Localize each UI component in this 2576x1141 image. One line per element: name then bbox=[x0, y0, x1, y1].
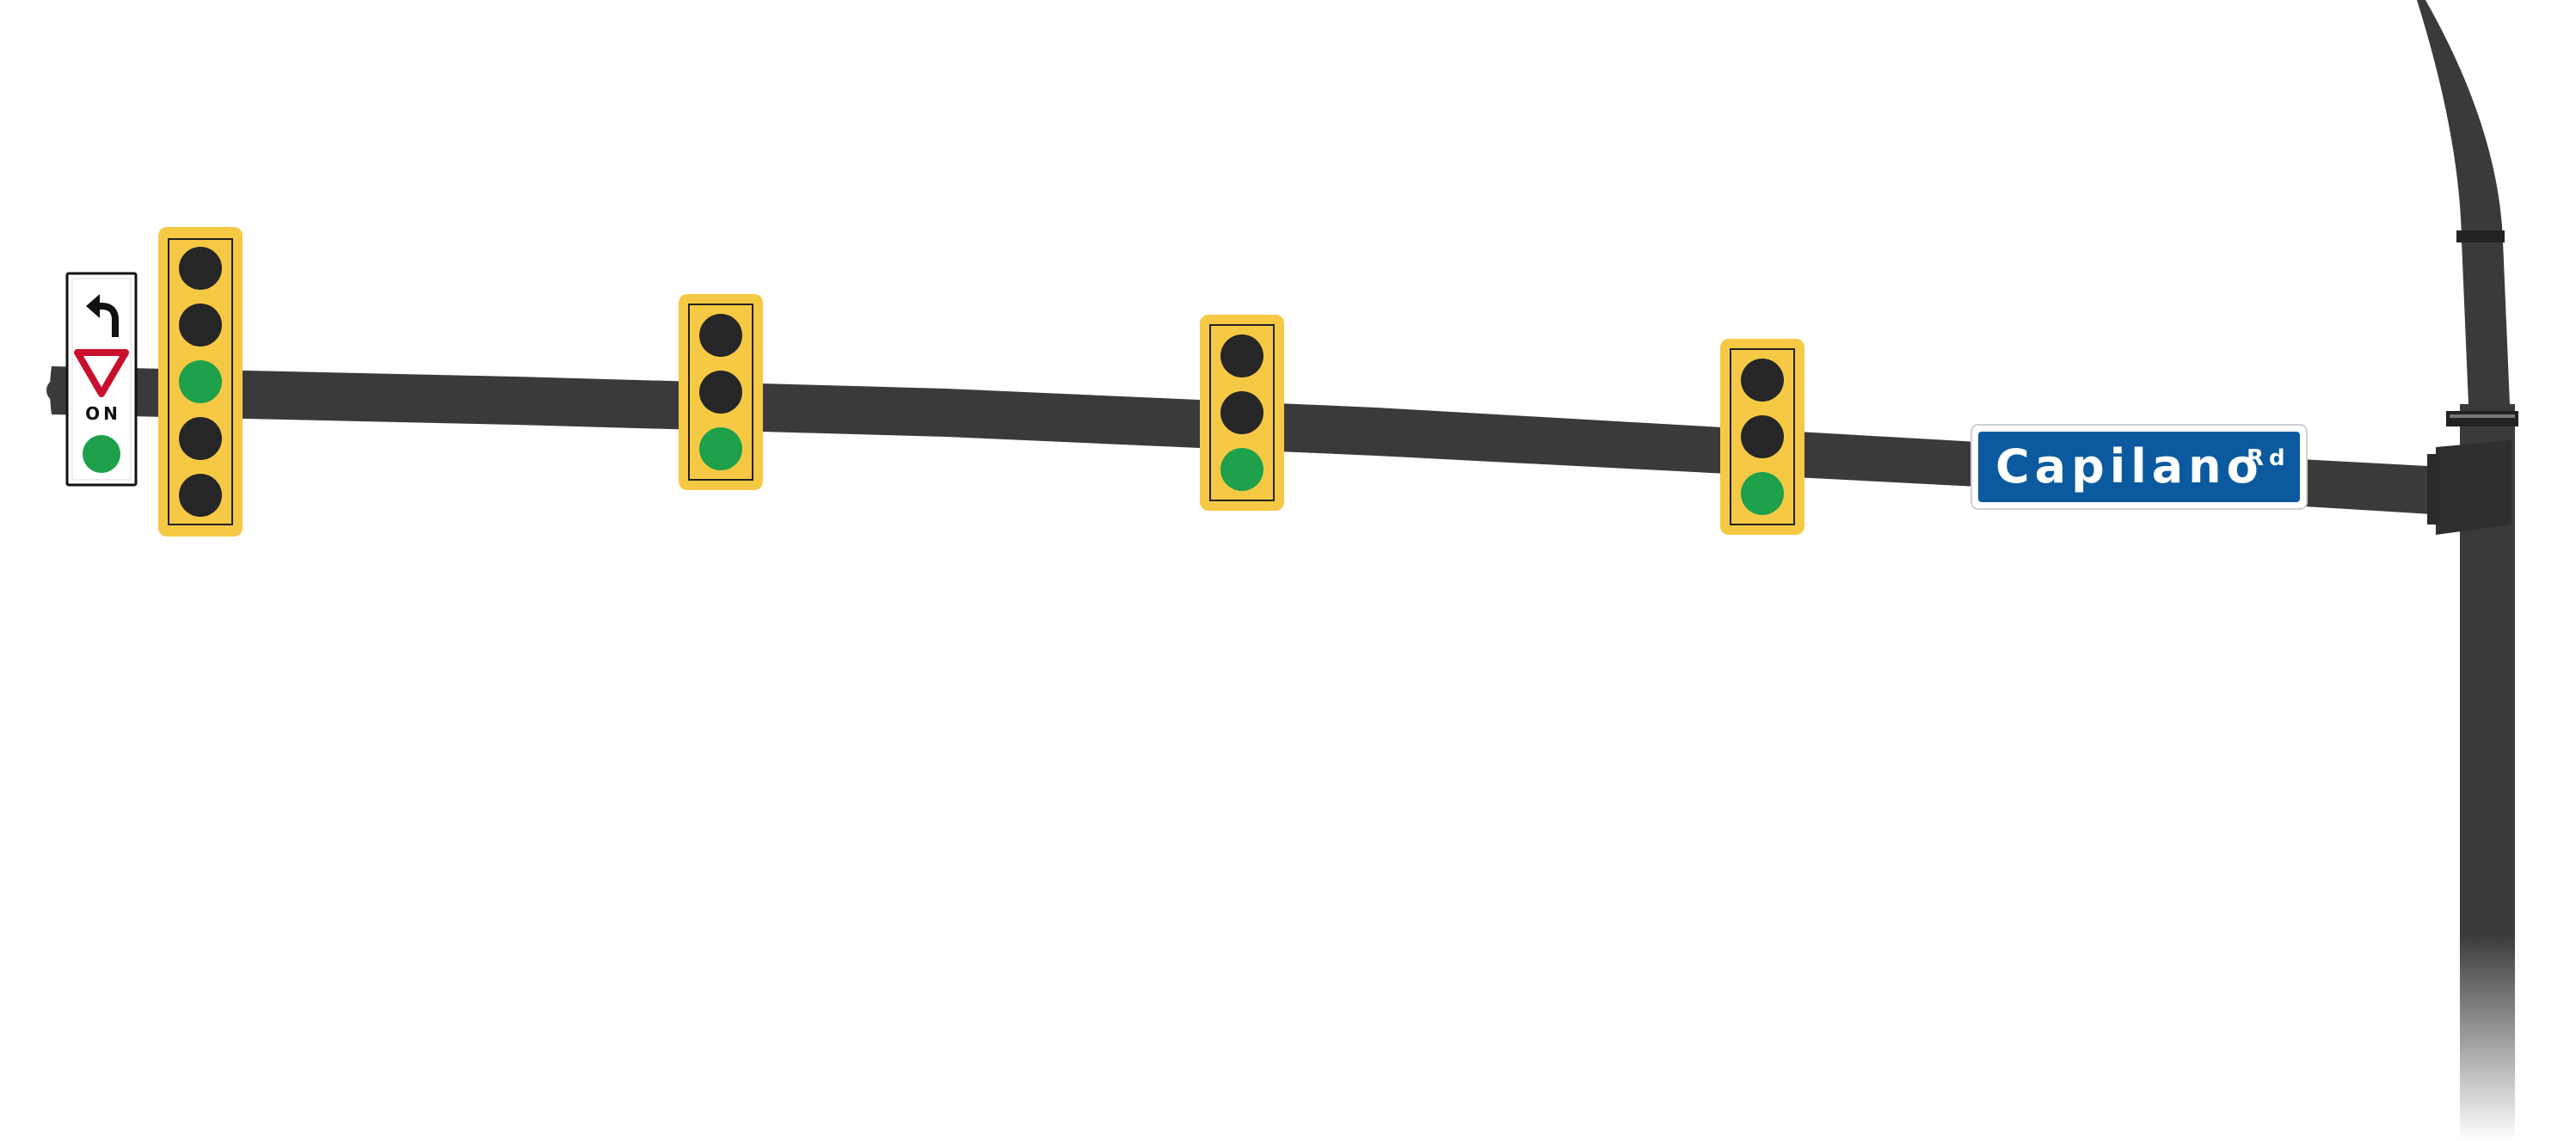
signal-lens-green bbox=[179, 360, 222, 403]
signal-lens-green bbox=[699, 427, 742, 470]
signal-head-3-section-a bbox=[679, 294, 763, 490]
signal-lens bbox=[179, 474, 222, 517]
street-suffix-text: Rd bbox=[2247, 445, 2290, 471]
yield-triangle-icon bbox=[74, 349, 129, 397]
signal-lens bbox=[1741, 415, 1784, 458]
street-name-text: Capilano bbox=[1995, 439, 2264, 494]
signal-lens bbox=[699, 371, 742, 414]
signal-lens bbox=[699, 314, 742, 357]
signal-lens bbox=[1741, 359, 1784, 402]
pole-band bbox=[2446, 411, 2518, 426]
signal-lens bbox=[179, 304, 222, 347]
street-name-sign: Capilano Rd bbox=[1970, 424, 2308, 510]
signal-lens bbox=[1220, 334, 1263, 377]
green-ball-indicator-icon bbox=[83, 435, 120, 473]
vertical-pole bbox=[2417, 0, 2518, 1141]
signal-lens-green bbox=[1741, 472, 1784, 515]
signal-head-5-section bbox=[158, 227, 243, 537]
signal-head-3-section-c bbox=[1720, 339, 1804, 535]
left-turn-yield-sign: ON bbox=[65, 272, 138, 487]
signal-lens bbox=[1220, 391, 1263, 434]
signal-lens bbox=[179, 417, 222, 460]
signal-lens-green bbox=[1220, 448, 1263, 491]
pole-clamp bbox=[2456, 230, 2505, 242]
signal-head-3-section-b bbox=[1200, 315, 1284, 511]
left-turn-arrow-icon bbox=[95, 303, 119, 337]
on-label: ON bbox=[85, 403, 121, 424]
signal-lens bbox=[179, 247, 222, 290]
